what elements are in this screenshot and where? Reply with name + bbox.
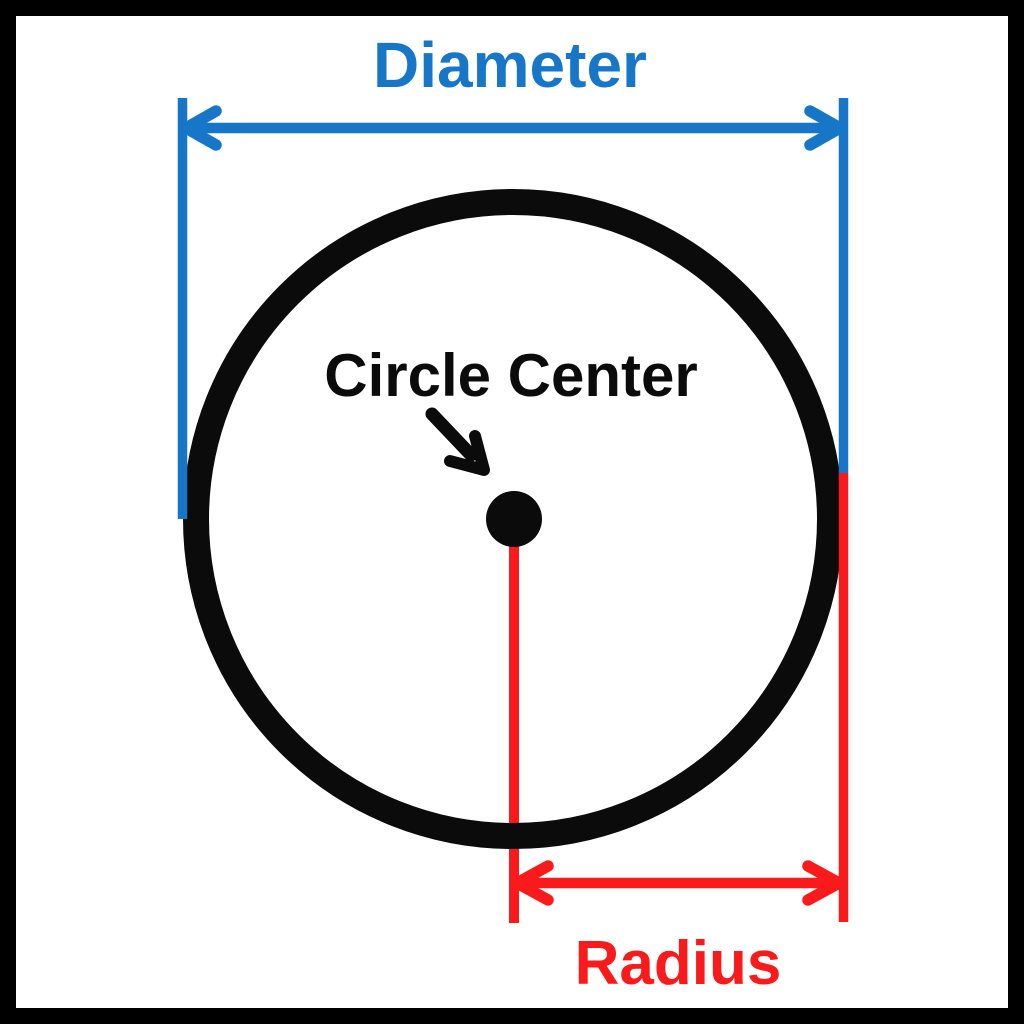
radius-arrowhead-left-icon bbox=[511, 860, 554, 906]
radius-arrow bbox=[511, 860, 845, 906]
diameter-arrow bbox=[180, 105, 846, 151]
center-pointer-arrowhead-icon bbox=[444, 430, 490, 476]
circle-center-label: Circle Center bbox=[324, 342, 697, 409]
diameter-arrowhead-left-icon bbox=[180, 105, 222, 151]
center-pointer-arrow bbox=[425, 407, 490, 476]
center-dot bbox=[486, 491, 542, 547]
radius-label: Radius bbox=[575, 929, 782, 998]
center-pointer-arrow-shaft bbox=[425, 407, 478, 462]
circle-outline bbox=[183, 189, 843, 849]
diameter-label: Diameter bbox=[373, 29, 647, 101]
diameter-arrowhead-right-icon bbox=[804, 105, 846, 151]
radius-arrowhead-right-icon bbox=[802, 860, 845, 906]
